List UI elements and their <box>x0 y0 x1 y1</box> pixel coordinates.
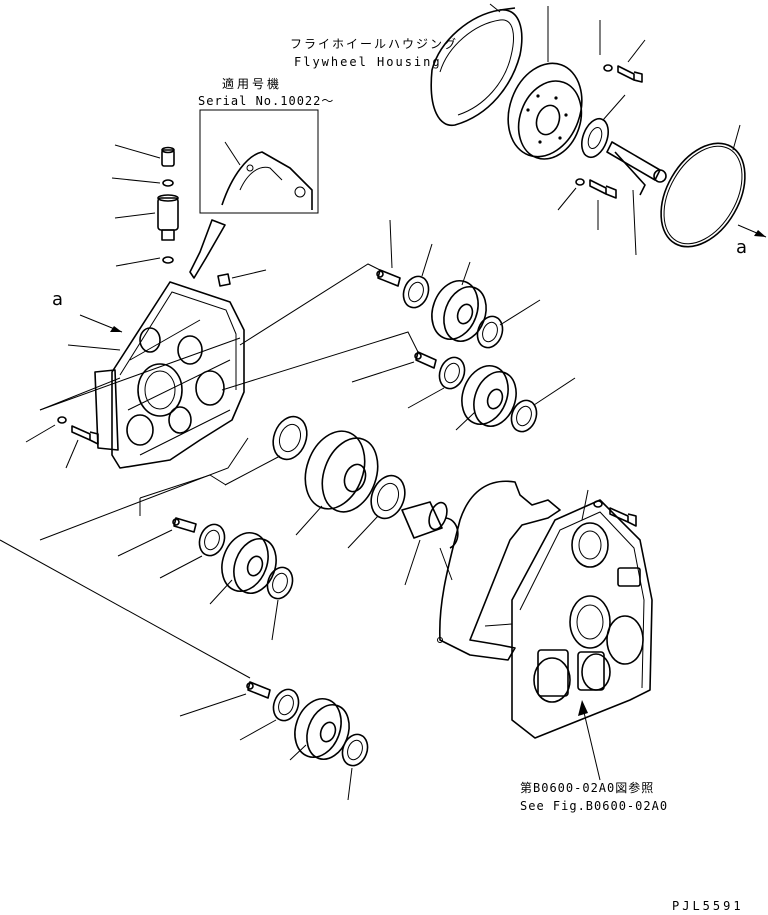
gasket <box>437 480 561 661</box>
bearing-3b <box>370 474 406 520</box>
o-ring <box>660 142 746 248</box>
serial-jp-label: 適用号機 <box>222 76 282 91</box>
filter-cartridge <box>157 194 179 241</box>
serial-detail-casting <box>221 151 313 210</box>
guide-line-4 <box>39 337 241 411</box>
bearing-2a <box>438 356 466 390</box>
main-gear <box>304 430 379 513</box>
callout-a-left: a <box>52 289 63 310</box>
guide-line-3 <box>39 377 121 411</box>
reference-arrow-line <box>581 703 601 781</box>
flywheel-housing <box>430 7 523 127</box>
washer-mid <box>575 178 585 186</box>
bolt-cover <box>609 507 637 527</box>
guide-line-7 <box>0 539 251 679</box>
idler-shaft-5 <box>246 681 271 699</box>
guide-line-6 <box>139 474 227 499</box>
input-shaft <box>606 141 667 196</box>
bearing-5b <box>341 733 369 767</box>
guide-line-5 <box>39 437 249 541</box>
seal-ring-2 <box>162 256 174 264</box>
washer-top <box>603 64 613 72</box>
see-fig-en-label: See Fig.B0600-02A0 <box>520 799 668 813</box>
flywheel-housing-jp-label: フライホイールハウジング <box>290 37 458 51</box>
idler-shaft-1 <box>376 269 401 287</box>
washer-left <box>57 416 67 424</box>
idler-shaft-4 <box>172 517 197 533</box>
seal-ring-1 <box>162 179 174 187</box>
bearing-5a <box>272 688 300 722</box>
plug <box>217 273 231 287</box>
idler-shaft-2 <box>414 351 437 369</box>
guide-line-2 <box>221 331 419 391</box>
callout-a-right: a <box>736 237 747 258</box>
drawing-code: PJL5591 <box>672 899 744 913</box>
serial-en-label: Serial No.10022～ <box>198 94 334 108</box>
bolt-mid-right <box>589 179 617 199</box>
gear-4 <box>221 532 277 594</box>
detail-arrow <box>189 219 226 279</box>
bearing-3a <box>272 415 308 461</box>
fitting-elbow <box>161 146 175 167</box>
reference-arrow-head <box>578 700 588 716</box>
coupling-disk <box>507 62 583 160</box>
see-fig-jp-label: 第B0600-02A0図参照 <box>520 780 654 795</box>
sleeve <box>401 501 448 539</box>
gear-5 <box>294 698 350 760</box>
bearing-4a <box>198 523 226 557</box>
gear-2 <box>461 365 517 427</box>
flywheel-housing-en-label: Flywheel Housing <box>294 55 442 69</box>
bearing-4b <box>266 566 294 600</box>
disk-bearing <box>581 117 609 159</box>
bolt-left <box>71 425 99 445</box>
serial-detail-box <box>199 109 319 214</box>
bearing-1a <box>402 275 430 309</box>
bolt-top-right <box>617 65 643 83</box>
bearing-1b <box>476 315 504 349</box>
bearing-2b <box>510 399 538 433</box>
guide-line-1 <box>239 263 381 346</box>
washer-cover <box>593 500 603 508</box>
gear-housing <box>94 281 245 469</box>
